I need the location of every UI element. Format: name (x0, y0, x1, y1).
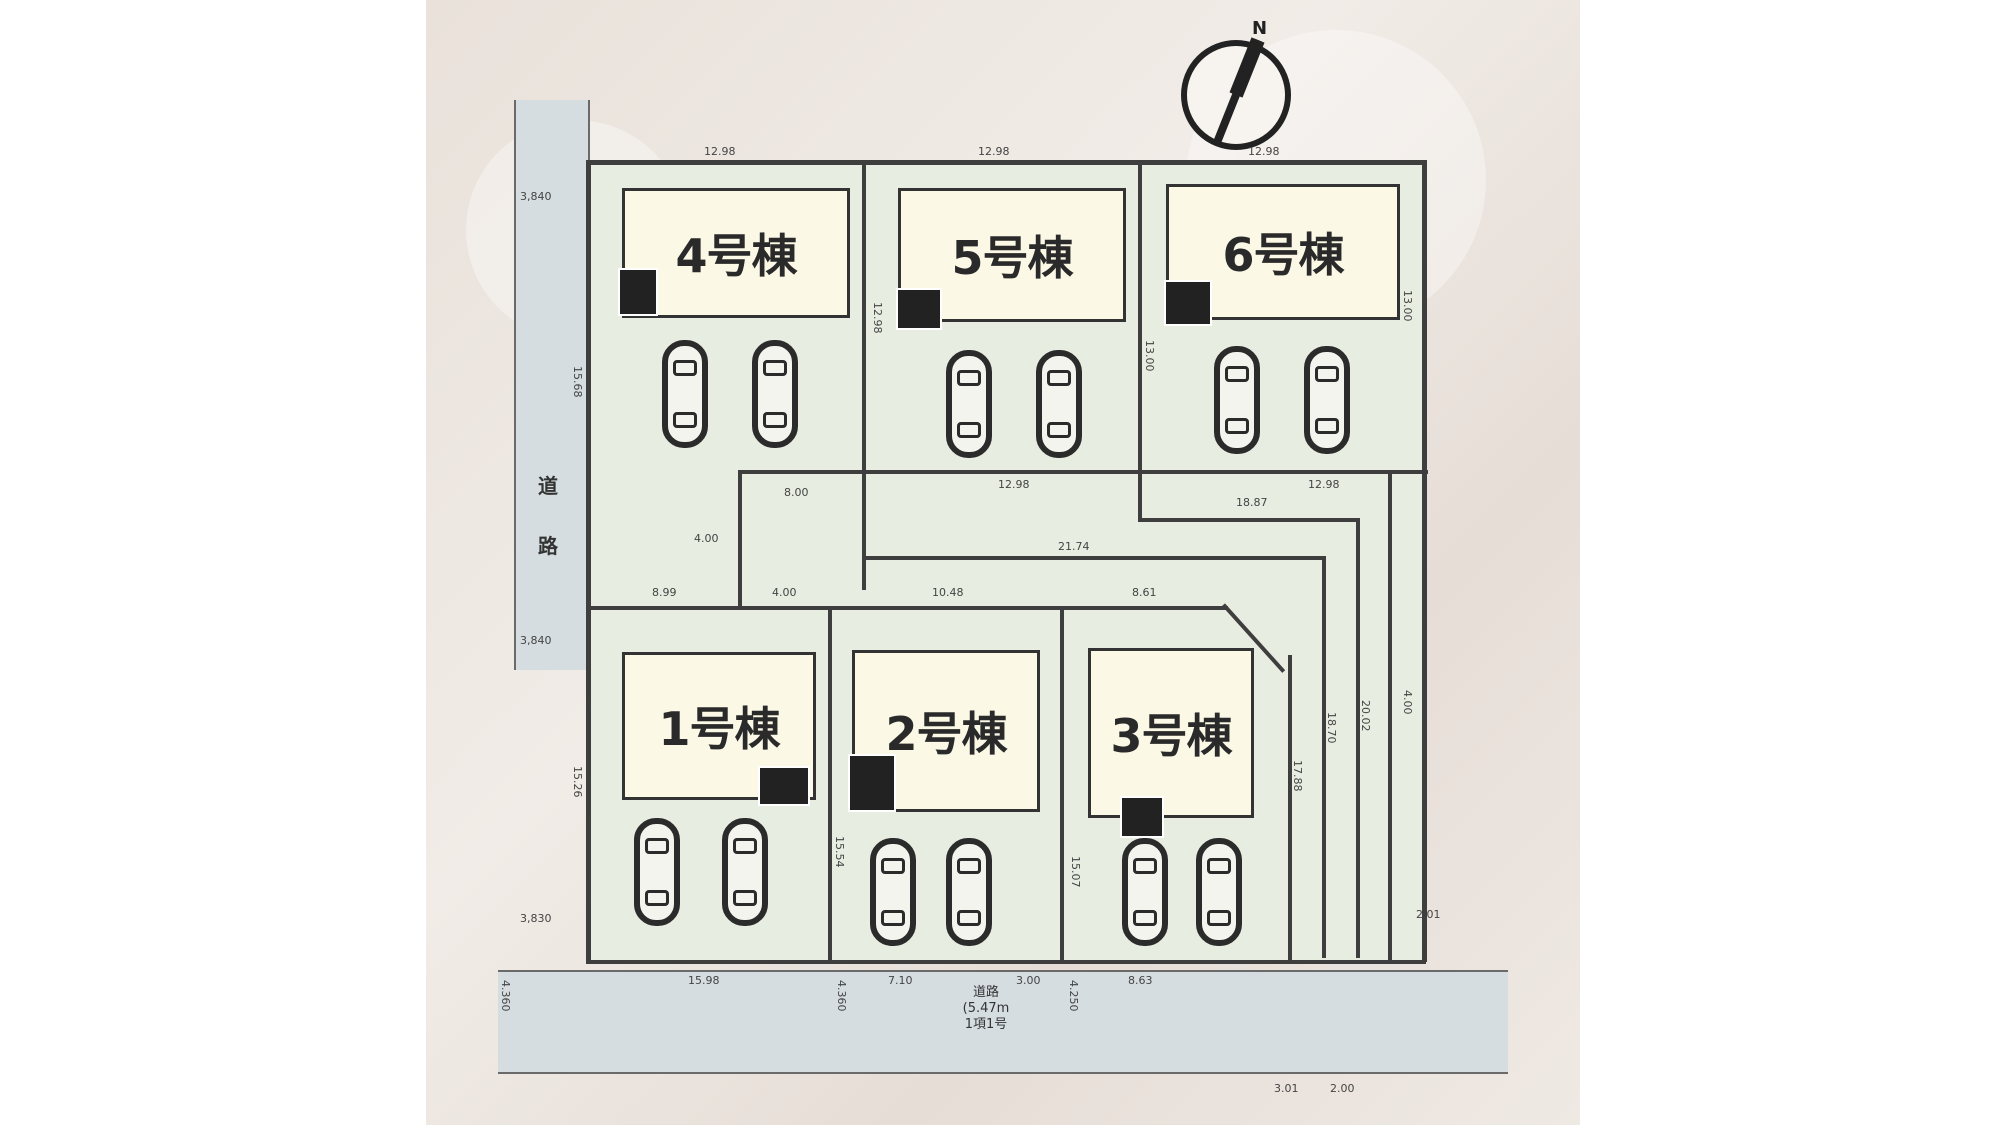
lot-line-path-6 (1138, 518, 1360, 522)
south-road-label-line1: 道路 (972, 985, 999, 1000)
meter-box-3 (1120, 796, 1164, 838)
west-road-label-top: 道 (538, 474, 558, 498)
dim-mid-b: 4.00 (694, 532, 719, 545)
dim-s-b: 4.360 (835, 980, 848, 1012)
dim-v-r2: 18.70 (1325, 712, 1338, 744)
lot-line-east-strip (1388, 470, 1392, 960)
lot-line-5-6 (1138, 160, 1142, 522)
house-6[interactable]: 6号棟 (1166, 184, 1400, 320)
dim-bot-3: 8.63 (1128, 974, 1153, 987)
dim-bot-2b: 3.00 (1016, 974, 1041, 987)
lot-line-upper-row (738, 470, 1428, 474)
dim-top-4: 12.98 (704, 145, 736, 158)
boundary-west (586, 160, 591, 962)
lot-line-2-3 (1060, 606, 1064, 962)
lot-line-path-down (1322, 556, 1326, 958)
house-3[interactable]: 3号棟 (1088, 648, 1254, 818)
parking-space (752, 340, 798, 448)
dim-r-c: 2.01 (1416, 908, 1441, 921)
lot-line-path-west (738, 470, 742, 610)
house-2-label: 2号棟 (885, 707, 1007, 761)
parking-space (946, 838, 992, 946)
dim-v-r3: 20.02 (1359, 700, 1372, 732)
dim-v-2: 15.54 (833, 836, 846, 868)
west-road (514, 100, 590, 670)
parking-space (662, 340, 708, 448)
dim-west-top: 3,840 (520, 190, 552, 203)
dim-s-a: 4.360 (499, 980, 512, 1012)
dim-w1-side: 15.26 (571, 766, 584, 798)
parking-space (1214, 346, 1260, 454)
parking-space (870, 838, 916, 946)
boundary-east (1422, 160, 1427, 962)
dim-v-5: 12.98 (871, 302, 884, 334)
dim-top-6: 12.98 (1248, 145, 1280, 158)
parking-space (1036, 350, 1082, 458)
dim-v-3: 15.07 (1069, 856, 1082, 888)
parking-space (1122, 838, 1168, 946)
lot-line-3-east (1288, 655, 1292, 961)
dim-r-b: 2.00 (1330, 1082, 1355, 1095)
dim-w4-side: 15.68 (571, 366, 584, 398)
parking-space (722, 818, 768, 926)
lot-line-4-5 (862, 160, 866, 590)
dim-mid-g: 21.74 (1058, 540, 1090, 553)
boundary-south (586, 960, 1426, 964)
meter-box-5 (896, 288, 942, 330)
meter-box-2 (848, 754, 896, 812)
dim-row-b: 4.00 (772, 586, 797, 599)
south-road-label-line3: 1項1号 (964, 1017, 1008, 1032)
dim-mid-a: 8.00 (784, 486, 809, 499)
dim-top-5: 12.98 (978, 145, 1010, 158)
house-4-label: 4号棟 (675, 229, 797, 283)
north-arrow-icon: N (1181, 18, 1291, 150)
boundary-top (588, 160, 1424, 165)
meter-box-1 (758, 766, 810, 806)
dim-row-d: 8.61 (1132, 586, 1157, 599)
dim-west-mid: 3,840 (520, 634, 552, 647)
house-3-label: 3号棟 (1110, 709, 1232, 763)
south-road-label-line2: (5.47m (962, 1001, 1010, 1016)
dim-s-c: 4.250 (1067, 980, 1080, 1012)
dim-bot-2a: 7.10 (888, 974, 913, 987)
dim-bot-1: 15.98 (688, 974, 720, 987)
dim-v-r1: 17.88 (1291, 760, 1304, 792)
site-plan: 道 路 道路 (5.47m 1項1号 4号棟 5号棟 6号棟 1号棟 2号棟 3… (426, 0, 1580, 1125)
parking-space (1304, 346, 1350, 454)
house-6-label: 6号棟 (1222, 228, 1344, 282)
house-1-label: 1号棟 (658, 702, 780, 756)
parking-space (634, 818, 680, 926)
south-road-label: 道路 (5.47m 1項1号 (936, 985, 1036, 1033)
west-road-label-bottom: 路 (538, 534, 558, 558)
house-5-label: 5号棟 (951, 231, 1073, 285)
dim-v-6a: 13.00 (1143, 340, 1156, 372)
dim-mid-e: 12.98 (998, 478, 1030, 491)
lot-line-path-upper (862, 556, 1324, 560)
house-4[interactable]: 4号棟 (622, 188, 850, 318)
dim-row-c: 10.48 (932, 586, 964, 599)
dim-row-a: 8.99 (652, 586, 677, 599)
parking-space (1196, 838, 1242, 946)
dim-v-6b: 13.00 (1401, 290, 1414, 322)
dim-mid-i: 12.98 (1308, 478, 1340, 491)
dim-r-a: 3.01 (1274, 1082, 1299, 1095)
meter-box-6 (1164, 280, 1212, 326)
north-label: N (1252, 18, 1267, 39)
lot-line-path-6-down (1356, 518, 1360, 958)
lot-line-lower-row (588, 606, 1228, 610)
dim-v-r4: 4.00 (1401, 690, 1414, 715)
south-road (498, 970, 1508, 1074)
dim-mid-h: 18.87 (1236, 496, 1268, 509)
lot-line-1-2 (828, 606, 832, 962)
dim-west-bottom: 3,830 (520, 912, 552, 925)
parking-space (946, 350, 992, 458)
meter-box-4 (618, 268, 658, 316)
